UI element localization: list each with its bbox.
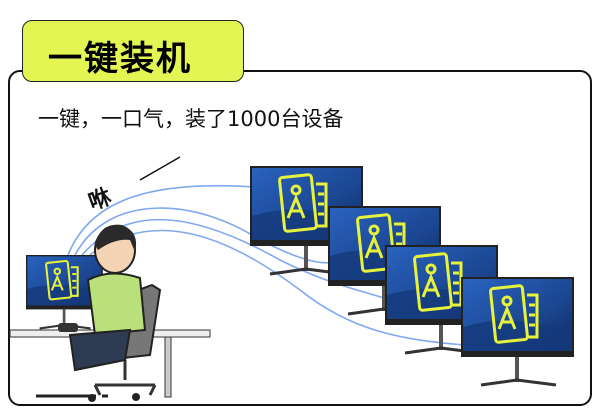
sound-effect-text: 咻 <box>85 184 115 216</box>
sound-effect-lines <box>139 156 181 181</box>
title-tab <box>22 20 244 82</box>
monitor-4 <box>459 275 576 387</box>
motion-lines <box>67 184 466 346</box>
person <box>58 224 147 372</box>
page-title: 一键装机 <box>48 39 192 79</box>
caption-text: 一键，一口气，装了1000台设备 <box>38 107 344 131</box>
